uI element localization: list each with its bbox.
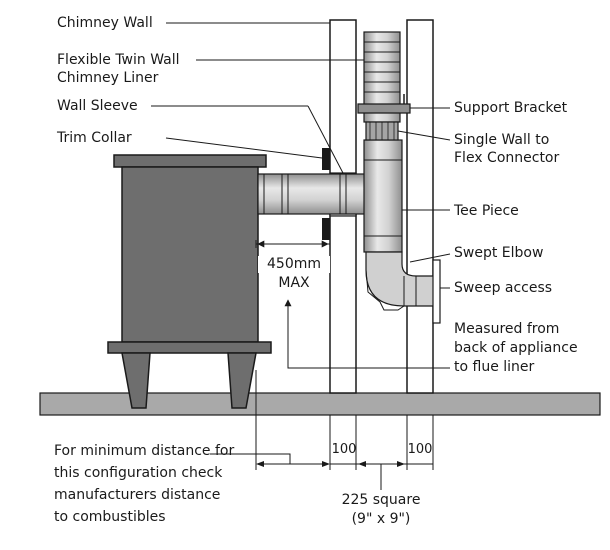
label-single-wall-line1: Single Wall to [454,132,550,148]
max-distance-dimension [255,240,331,248]
label-chimney-wall: Chimney Wall [57,15,153,31]
leader-wall-sleeve-diag [307,105,344,174]
label-tee-piece: Tee Piece [454,203,519,219]
label-trim-collar: Trim Collar [57,130,132,146]
label-note-line1: For minimum distance for [54,443,235,459]
label-measured-line1: Measured from [454,321,560,337]
label-swept-elbow: Swept Elbow [454,245,544,261]
label-dim-right-wall: 100 [407,442,433,457]
label-sweep-access: Sweep access [454,280,553,296]
label-note-line4: to combustibles [54,509,166,525]
label-flexible-liner-line1: Flexible Twin Wall [57,52,180,68]
chimney-wall-right [406,19,434,394]
label-note-line2: this configuration check [54,465,223,481]
leader-swept-elbow [409,253,451,263]
flex-connector [365,121,399,141]
floor [39,392,601,416]
support-bracket [357,94,411,114]
trim-collar-top [322,148,330,170]
label-wall-sleeve: Wall Sleeve [57,98,138,114]
label-measured-line2: back of appliance [454,340,578,356]
label-note-line3: manufacturers distance [54,487,221,503]
tee-piece [363,139,403,253]
label-support-bracket: Support Bracket [454,100,568,116]
label-max: MAX [278,275,310,291]
label-measured-line3: to flue liner [454,359,535,375]
label-225-square: 225 square [341,492,421,508]
label-single-wall-line2: Flex Connector [454,150,560,166]
label-450mm: 450mm [258,256,330,273]
sweep-access-plate [432,259,441,324]
label-9x9: (9" x 9") [351,511,411,527]
bottom-dimensions [210,370,434,490]
trim-collar-bottom [322,218,330,240]
label-dim-left-wall: 100 [331,442,357,457]
stove [107,154,272,409]
measured-from-arrow [284,299,450,369]
label-flexible-liner-line2: Chimney Liner [57,70,159,86]
horizontal-flue-pipe [257,173,367,215]
leader-flex-connector [397,130,451,141]
leader-trim-collar [165,137,323,159]
